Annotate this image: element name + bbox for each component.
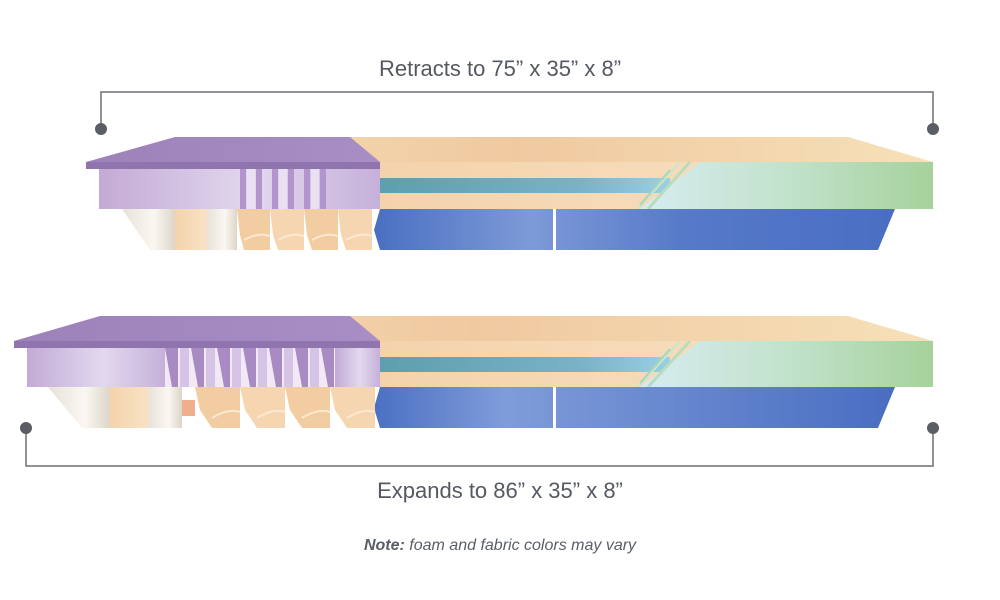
bottom-support-base-foam: [374, 387, 895, 428]
retracted-mattress: [86, 91, 939, 250]
expanded-dimension-label: Expands to 86” x 35” x 8”: [377, 478, 623, 503]
top-bracket-right-dot: [927, 123, 939, 135]
top-accordion-folds: [237, 209, 373, 250]
note-text: foam and fabric colors may vary: [404, 537, 637, 554]
bottom-extension-fold-left: [48, 387, 110, 428]
bottom-dimension-bracket: [25, 428, 934, 467]
support-base-foam: [374, 209, 895, 250]
bottom-extension-cover-side: [27, 348, 165, 387]
bottom-pleats: [165, 348, 335, 387]
gel-foam-layer: [380, 178, 670, 193]
bottom-accordion-folds: [195, 387, 376, 428]
note-prefix: Note:: [363, 537, 405, 554]
bottom-gel-foam-layer: [380, 357, 670, 372]
bottom-bracket-right-dot: [927, 422, 939, 434]
extension-cover-top: [86, 137, 380, 162]
expanded-mattress: [14, 316, 939, 467]
bottom-cover-fabric-section: [640, 341, 933, 387]
top-dimension-bracket: [100, 91, 934, 129]
top-bracket-left-dot: [95, 123, 107, 135]
extension-fold-left: [122, 209, 175, 250]
extension-cover-side: [99, 169, 380, 209]
bottom-bracket-left-dot: [20, 422, 32, 434]
cover-fabric-section: [640, 162, 933, 209]
retracted-dimension-label: Retracts to 75” x 35” x 8”: [378, 56, 622, 81]
bottom-extension-cover-top: [14, 316, 380, 341]
top-pleats: [240, 169, 326, 209]
color-disclaimer-note: Note: foam and fabric colors may vary: [0, 537, 1000, 555]
